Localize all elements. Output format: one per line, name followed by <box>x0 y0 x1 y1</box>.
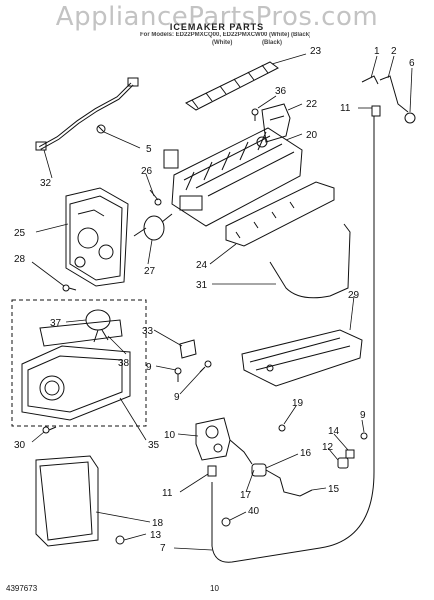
part-inlet-tube <box>265 469 313 497</box>
part-water-valve <box>195 417 253 465</box>
callout-20: 20 <box>306 130 318 141</box>
doc-number: 4397673 <box>6 584 38 593</box>
callout-5: 5 <box>146 144 152 155</box>
callout-35: 35 <box>148 440 160 451</box>
part-ice-mold <box>163 127 303 227</box>
callout-33: 33 <box>142 326 154 337</box>
callout-1: 1 <box>374 46 380 57</box>
callout-14: 14 <box>328 426 340 437</box>
callout-23: 23 <box>310 46 322 57</box>
callout-40: 40 <box>248 506 260 517</box>
callout-17: 17 <box>240 490 252 501</box>
callout-18: 18 <box>152 518 164 529</box>
part-screw-30 <box>42 426 57 434</box>
part-hardware-1 <box>361 75 379 85</box>
part-fitting-14 <box>345 449 355 459</box>
callout-16: 16 <box>300 448 312 459</box>
callout-11-lower: 11 <box>162 488 173 499</box>
watermark: AppliancePartsPros.com <box>55 2 379 32</box>
part-wire-harness <box>35 77 139 151</box>
color-black-label: (Black) <box>262 40 283 46</box>
part-pin-26 <box>149 189 162 206</box>
callout-30: 30 <box>14 440 26 451</box>
part-screw-19 <box>278 424 286 432</box>
callout-2: 2 <box>391 46 397 57</box>
part-fitting-16 <box>251 463 267 477</box>
part-hardware-2 <box>379 75 409 113</box>
part-motor <box>133 213 173 241</box>
part-fitting-11a <box>207 465 217 477</box>
part-ice-stripper <box>185 61 279 111</box>
part-motor-housing <box>65 187 129 287</box>
callout-38: 38 <box>118 358 130 369</box>
diagram-title: ICEMAKER PARTS <box>169 22 265 32</box>
part-feeler-arm <box>269 223 351 299</box>
part-valve-cover <box>35 455 99 547</box>
page-number: 10 <box>210 584 219 593</box>
callout-labels: 1 2 6 11 23 36 22 20 5 32 26 25 27 28 24… <box>14 46 415 554</box>
part-shield <box>225 181 335 247</box>
part-mounting-bracket <box>241 329 363 387</box>
part-screw-28 <box>62 284 77 292</box>
callout-24: 24 <box>196 260 208 271</box>
part-module-motor <box>85 309 111 343</box>
part-fitting-12 <box>337 457 349 469</box>
part-screw-13 <box>115 535 125 545</box>
callout-26: 26 <box>141 166 153 177</box>
module-group-box <box>11 299 147 427</box>
part-screw-9a <box>174 367 182 382</box>
callout-31: 31 <box>196 280 208 291</box>
callout-9-right: 9 <box>360 410 366 421</box>
callout-13: 13 <box>150 530 162 541</box>
part-cover <box>261 103 291 143</box>
callout-37: 37 <box>50 318 62 329</box>
callout-22: 22 <box>306 99 318 110</box>
callout-9-mid: 9 <box>174 392 180 403</box>
callout-27: 27 <box>144 266 156 277</box>
models-line: For Models: ED22PMXCQ00, ED22PMXCW00 (Wh… <box>140 32 310 38</box>
callout-28: 28 <box>14 254 26 265</box>
callout-19: 19 <box>292 398 304 409</box>
callout-12: 12 <box>322 442 334 453</box>
part-hardware-6 <box>404 112 416 124</box>
callout-29: 29 <box>348 290 360 301</box>
part-bracket <box>179 339 197 359</box>
callout-10: 10 <box>164 430 176 441</box>
leader-lines <box>31 53 413 551</box>
callout-9-left: 9 <box>146 362 152 373</box>
callout-15: 15 <box>328 484 340 495</box>
part-screw-9c <box>360 432 368 440</box>
part-screw-36 <box>251 108 259 121</box>
color-white-label: (White) <box>212 40 233 46</box>
callout-32: 32 <box>40 178 52 189</box>
callout-6: 6 <box>409 58 415 69</box>
callout-7: 7 <box>160 543 166 554</box>
callout-25: 25 <box>14 228 26 239</box>
part-screw-40 <box>221 517 231 527</box>
callout-11: 11 <box>340 103 351 114</box>
part-screw-5 <box>96 124 106 134</box>
part-water-tube <box>211 116 375 563</box>
callout-36: 36 <box>275 86 287 97</box>
part-fitting-11b <box>371 105 381 117</box>
